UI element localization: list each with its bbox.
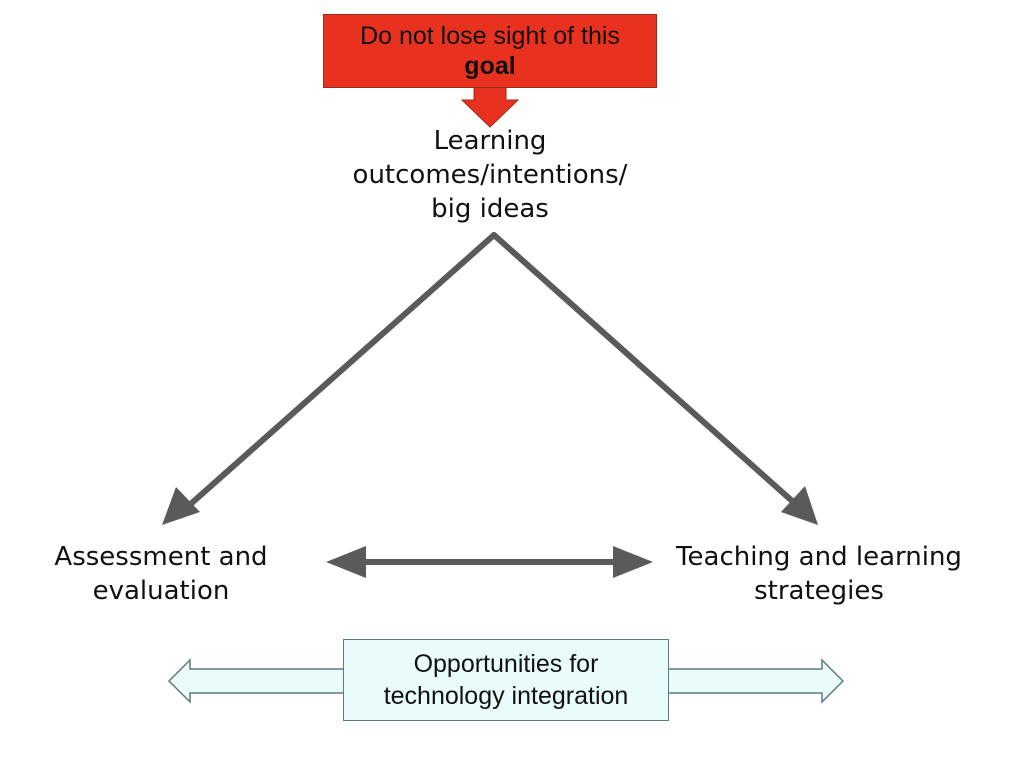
arrow-apex-to-assessment-shaft bbox=[182, 232, 497, 512]
node-top-line3: big ideas bbox=[431, 194, 549, 224]
arrow-apex-to-assessment-head bbox=[162, 487, 200, 525]
node-right-line2: strategies bbox=[754, 576, 884, 606]
technology-box: Opportunities for technology integration bbox=[343, 639, 669, 721]
node-left-line1: Assessment and bbox=[54, 542, 268, 572]
node-teaching-strategies: Teaching and learning strategies bbox=[658, 540, 980, 608]
goal-down-arrow bbox=[460, 86, 520, 128]
node-right-line1: Teaching and learning bbox=[676, 542, 962, 572]
double-arrow-left-head bbox=[326, 546, 366, 578]
arrow-apex-to-teaching-shaft bbox=[491, 232, 803, 511]
goal-text-line2: goal bbox=[464, 52, 516, 80]
node-learning-outcomes: Learning outcomes/intentions/ big ideas bbox=[330, 124, 650, 226]
technology-text-line1: Opportunities for bbox=[413, 650, 599, 678]
technology-right-arrow bbox=[666, 658, 845, 704]
double-arrow-right-head bbox=[613, 546, 653, 578]
goal-text-line1: Do not lose sight of this bbox=[360, 22, 620, 50]
goal-box: Do not lose sight of this goal bbox=[323, 14, 657, 88]
node-left-line2: evaluation bbox=[92, 576, 230, 606]
node-top-line2: outcomes/intentions/ bbox=[352, 160, 628, 190]
node-top-line1: Learning bbox=[433, 126, 547, 156]
arrow-apex-to-teaching-head bbox=[781, 486, 818, 525]
technology-left-arrow bbox=[167, 658, 346, 704]
node-assessment: Assessment and evaluation bbox=[30, 540, 292, 608]
technology-text-line2: technology integration bbox=[383, 682, 629, 710]
